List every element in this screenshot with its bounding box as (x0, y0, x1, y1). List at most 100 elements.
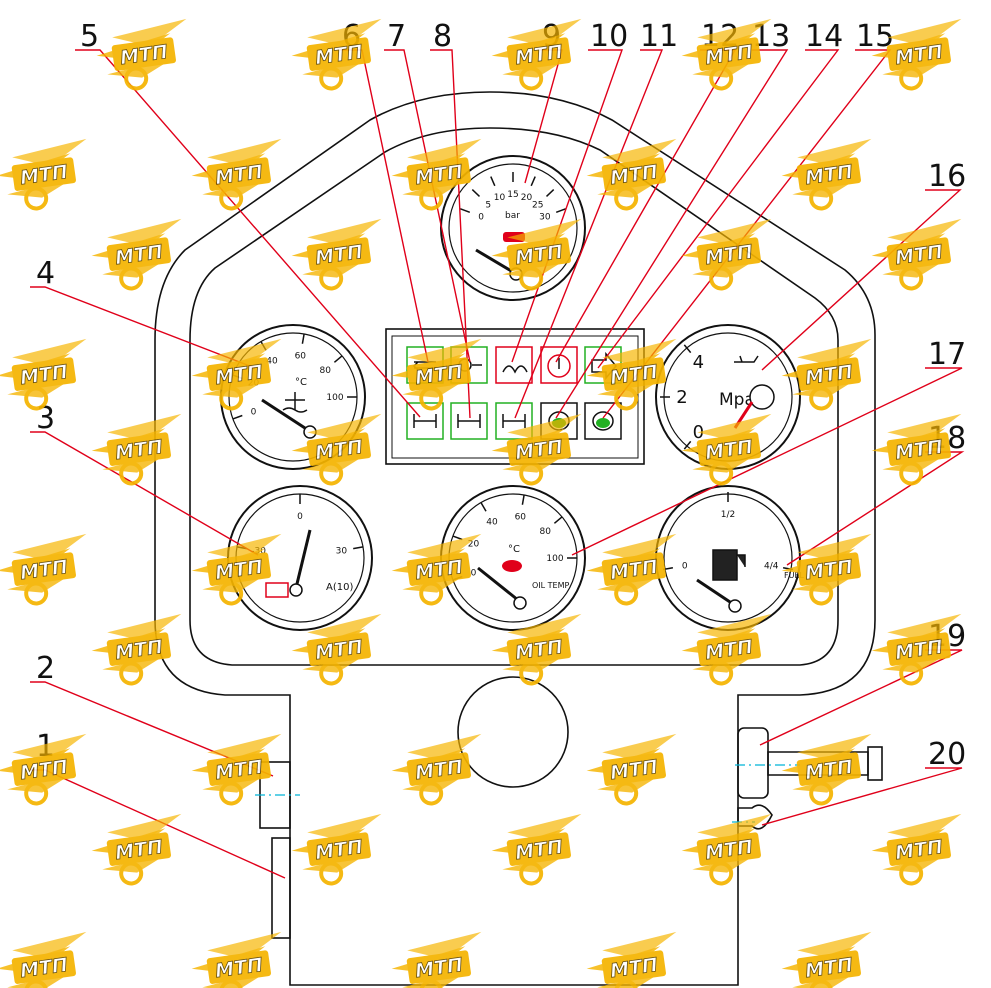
indicator-10 (495, 402, 533, 440)
temp-center-unit: °C (508, 544, 520, 555)
ticks-temp-center-label: 20 (468, 540, 480, 550)
temp-left-unit: °C (295, 377, 307, 388)
fuel-needle-hub (728, 599, 742, 613)
indicator-5 (406, 402, 444, 440)
watermark-logo: МТП (581, 336, 688, 416)
watermark-logo: МТП (486, 611, 593, 691)
callout-17: 17 (928, 337, 966, 372)
ticks-pressure-tick (471, 189, 481, 197)
temp-center-needle-hub (513, 596, 527, 610)
watermark-logo: МТП (486, 411, 593, 491)
fuel-needle (696, 578, 734, 606)
watermark-logo: МТП (676, 216, 783, 296)
watermark-logo: МТП (581, 929, 688, 988)
watermark-logo: МТП (0, 336, 98, 416)
watermark-logo: МТП (186, 531, 293, 611)
callout-11: 11 (640, 19, 678, 54)
callout-7: 7 (387, 19, 406, 54)
watermark-logo: МТП (866, 611, 973, 691)
callout-3: 3 (36, 401, 55, 436)
ticks-fuel-label: 1/2 (721, 510, 735, 520)
indicator-9 (495, 346, 533, 384)
watermark-logo: МТП (286, 216, 393, 296)
callout-10: 10 (590, 19, 628, 54)
callout-20: 20 (928, 737, 966, 772)
ticks-temp-center-tick (480, 502, 487, 512)
ticks-ammeter-label: 30 (336, 547, 348, 557)
ticks-temp-left-tick (333, 355, 343, 363)
watermark-logo: МТП (676, 811, 783, 891)
watermark-logo: МТП (286, 16, 393, 96)
ticks-pressure-label: 30 (539, 212, 551, 222)
ticks-oil-label: 0 (693, 422, 704, 443)
ticks-fuel-label: 4/4 (764, 562, 779, 572)
temp-center-needle (477, 566, 519, 602)
right-knob-body (737, 727, 769, 799)
callout-4: 4 (36, 256, 55, 291)
ticks-oil-label: 4 (693, 352, 704, 373)
callout-2: 2 (36, 651, 55, 686)
ticks-pressure-tick (555, 208, 566, 214)
pressure-unit: bar (505, 211, 520, 221)
watermark-logo: МТП (676, 411, 783, 491)
temp-left-needle (261, 398, 309, 432)
watermark-logo: МТП (0, 136, 98, 216)
watermark-logo: МТП (776, 531, 883, 611)
watermark-logo: МТП (776, 136, 883, 216)
fuel-pump-icon (712, 549, 746, 581)
watermark-logo: МТП (866, 16, 973, 96)
watermark-logo: МТП (581, 531, 688, 611)
ticks-pressure-tick (530, 176, 536, 187)
ticks-temp-center-tick (553, 516, 563, 524)
oil-temp-warning-icon (502, 560, 522, 572)
watermark-logo: МТП (866, 811, 973, 891)
ticks-pressure-label: 0 (478, 212, 484, 222)
ticks-pressure-label: 25 (532, 201, 543, 211)
watermark-logo: МТП (776, 929, 883, 988)
oil-can-icon (734, 355, 759, 363)
ticks-temp-center-label: 40 (486, 518, 498, 528)
pressure-needle (475, 248, 514, 274)
ticks-oil-tick (683, 344, 692, 354)
ticks-pressure-tick (490, 176, 496, 187)
watermark-logo: МТП (386, 731, 493, 811)
ticks-temp-left-label: 0 (251, 407, 257, 417)
watermark-logo: МТП (386, 136, 493, 216)
watermark-logo: МТП (776, 336, 883, 416)
watermark-logo: МТП (86, 411, 193, 491)
watermark-text: МТП (214, 361, 264, 389)
ticks-temp-left-label: 40 (266, 357, 278, 367)
left-bracket-lower (271, 837, 291, 939)
callout-5: 5 (80, 19, 99, 54)
center-hole (457, 676, 569, 788)
watermark-logo: МТП (186, 731, 293, 811)
watermark-logo: МТП (91, 16, 198, 96)
watermark-logo: МТП (186, 136, 293, 216)
watermark-logo: МТП (581, 136, 688, 216)
right-knob-cap (867, 746, 883, 781)
housing-inner (189, 127, 839, 666)
watermark-logo: МТП (186, 929, 293, 988)
indicator-14 (584, 402, 622, 440)
gauge-oil-pressure: 024 Mpa (655, 324, 801, 470)
ticks-fuel-label: 0 (682, 562, 688, 572)
watermark-text: МТП (514, 41, 564, 69)
indicator-11 (540, 346, 578, 384)
watermark-logo: МТП (581, 731, 688, 811)
watermark-logo: МТП (286, 811, 393, 891)
watermark-logo: МТП (386, 929, 493, 988)
oil-needle-hub (749, 384, 775, 410)
ticks-ammeter-label: 0 (297, 512, 303, 522)
battery-icon (265, 582, 289, 598)
oil-unit: Mpa (719, 390, 755, 410)
callout-16: 16 (928, 159, 966, 194)
watermark-logo: МТП (0, 929, 98, 988)
watermark-logo: МТП (86, 216, 193, 296)
watermark-logo: МТП (676, 611, 783, 691)
watermark-logo: МТП (486, 16, 593, 96)
watermark-logo: МТП (866, 216, 973, 296)
ticks-pressure-label: 5 (485, 201, 491, 211)
ticks-temp-center-label: 0 (471, 568, 477, 578)
